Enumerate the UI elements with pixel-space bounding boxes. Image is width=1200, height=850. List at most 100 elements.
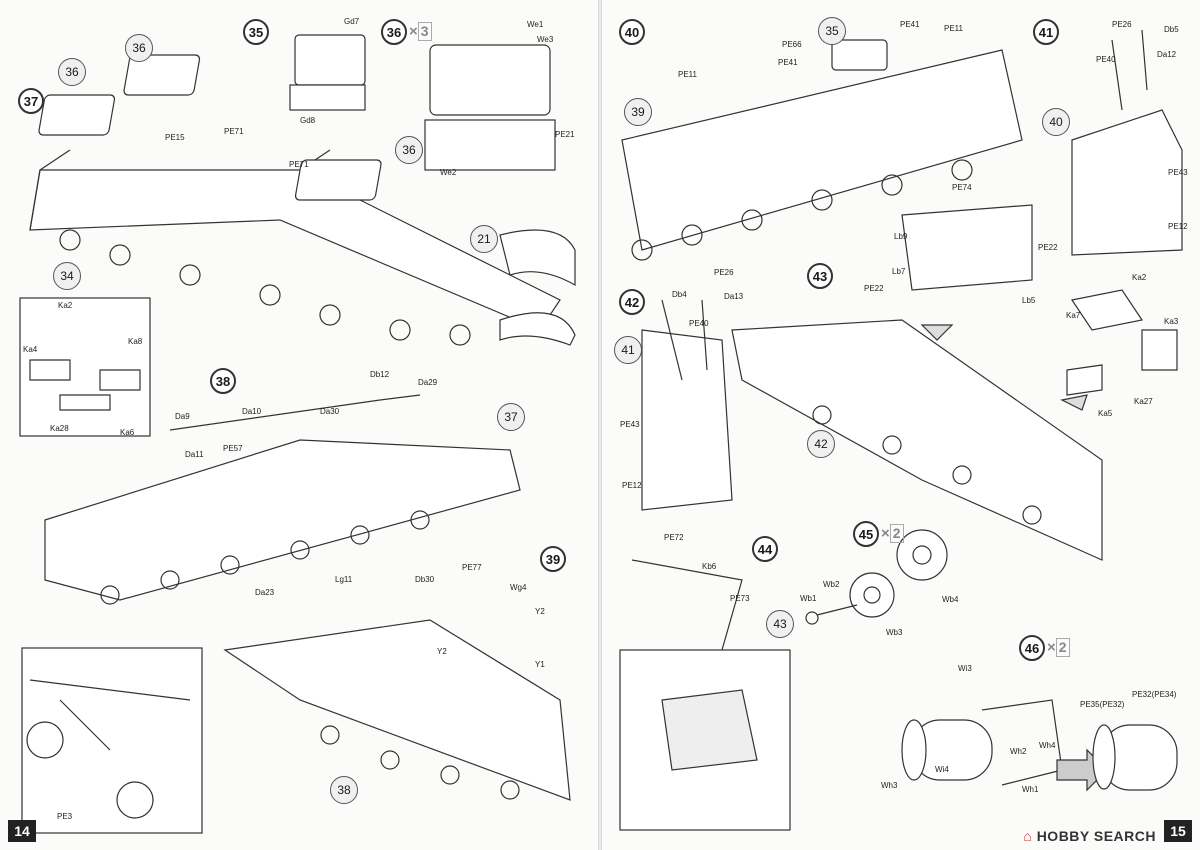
- step-42-number: 42: [619, 289, 645, 315]
- part-label: PE11: [944, 24, 963, 33]
- ref-circle: 40: [1042, 108, 1070, 136]
- ref-circle: 41: [614, 336, 642, 364]
- part-label: Da29: [418, 378, 438, 387]
- part-label: PE72: [664, 533, 684, 542]
- part-label: Kb6: [702, 562, 717, 571]
- part-label: Da10: [242, 407, 262, 416]
- part-label: Wh2: [1010, 747, 1027, 756]
- part-label: PE22: [1038, 243, 1058, 252]
- step-45-multiplier-value: 2: [889, 524, 904, 543]
- right-drawings: [619, 29, 1183, 831]
- part-label: PE3: [57, 812, 73, 821]
- part-label: PE12: [1168, 222, 1188, 231]
- part-label: PE32(PE34): [1132, 690, 1177, 699]
- part-label: Lb5: [1022, 296, 1036, 305]
- part-label: Wh3: [881, 781, 898, 790]
- part-label: PE11: [678, 70, 697, 79]
- part-label: PE12: [622, 481, 642, 490]
- part-label: PE57: [223, 444, 243, 453]
- step-41-number: 41: [1033, 19, 1059, 45]
- step-39-number: 39: [540, 546, 566, 572]
- part-label: Wh1: [1022, 785, 1039, 794]
- part-label: PE35(PE32): [1080, 700, 1125, 709]
- step-40-number: 40: [619, 19, 645, 45]
- ref-circle: 43: [766, 610, 794, 638]
- part-label: Da23: [255, 588, 275, 597]
- step-43-number: 43: [807, 263, 833, 289]
- part-label: Da13: [724, 292, 744, 301]
- page-gutter: [598, 0, 602, 850]
- part-label: PE40: [689, 319, 709, 328]
- step-44-number: 44: [752, 536, 778, 562]
- part-label: Wh4: [1039, 741, 1056, 750]
- watermark-logo: ⌂ HOBBY SEARCH: [1023, 828, 1156, 844]
- page-number-right: 15: [1164, 820, 1192, 842]
- part-label: PE77: [462, 563, 482, 572]
- step-35-number: 35: [243, 19, 269, 45]
- part-label: Ka27: [1134, 397, 1153, 406]
- part-label: PE26: [714, 268, 734, 277]
- page-right: 40 41 42 43 44 45 ×2 46 ×2 35 39 41 40 4…: [602, 0, 1200, 850]
- step-46-number: 46: [1019, 635, 1045, 661]
- step-46-multiplier-value: 2: [1055, 638, 1070, 657]
- step-46-multiplier: ×2: [1047, 638, 1070, 657]
- ref-circle: 39: [624, 98, 652, 126]
- part-label: Y1: [535, 660, 545, 669]
- step-38-number: 38: [210, 368, 236, 394]
- part-label: PE40: [1096, 55, 1116, 64]
- part-label: PE71: [289, 160, 309, 169]
- ref-circle: 36: [395, 136, 423, 164]
- part-label: Gd8: [300, 116, 316, 125]
- part-label: We3: [537, 35, 554, 44]
- part-label: PE43: [620, 420, 640, 429]
- part-label: PE73: [730, 594, 750, 603]
- part-label: PE26: [1112, 20, 1132, 29]
- part-label: Wi4: [935, 765, 949, 774]
- part-label: PE74: [952, 183, 972, 192]
- part-label: PE41: [900, 20, 920, 29]
- part-label: Wi3: [958, 664, 972, 673]
- left-drawings: [19, 34, 576, 834]
- part-label: Db12: [370, 370, 390, 379]
- ref-circle: 35: [818, 17, 846, 45]
- ref-circle: 34: [53, 262, 81, 290]
- ref-circle: 42: [807, 430, 835, 458]
- part-label: Y2: [535, 607, 545, 616]
- part-label: PE43: [1168, 168, 1188, 177]
- step-36-multiplier-value: 3: [417, 22, 432, 41]
- part-label: Ka28: [50, 424, 69, 433]
- ref-circle: 36: [58, 58, 86, 86]
- part-label: PE41: [778, 58, 798, 67]
- part-label: Ka4: [23, 345, 38, 354]
- part-label: Db5: [1164, 25, 1179, 34]
- part-label: Da11: [185, 450, 204, 459]
- part-label: Db30: [415, 575, 435, 584]
- part-label: Ka6: [120, 428, 135, 437]
- step-36-number: 36: [381, 19, 407, 45]
- ref-circle: 21: [470, 225, 498, 253]
- part-label: Wb4: [942, 595, 959, 604]
- part-label: PE71: [224, 127, 244, 136]
- hobby-search-icon: ⌂: [1023, 828, 1033, 844]
- part-label: Da9: [175, 412, 190, 421]
- ref-circle: 37: [497, 403, 525, 431]
- part-label: Wb2: [823, 580, 840, 589]
- step-37-number: 37: [18, 88, 44, 114]
- part-label: Gd7: [344, 17, 360, 26]
- ref-circle: 38: [330, 776, 358, 804]
- part-label: Y2: [437, 647, 447, 656]
- part-label: Ka2: [1132, 273, 1147, 282]
- part-label: Ka5: [1098, 409, 1113, 418]
- page-left: 35 36 ×3 37 38 39 36 36 36 34 21 37 38 G…: [0, 0, 598, 850]
- part-label: Ka3: [1164, 317, 1179, 326]
- part-label: Wb1: [800, 594, 817, 603]
- part-label: Lb9: [894, 232, 908, 241]
- part-label: Lg11: [335, 575, 353, 584]
- watermark-text: HOBBY SEARCH: [1036, 828, 1156, 844]
- step-45-number: 45: [853, 521, 879, 547]
- part-label: PE21: [555, 130, 575, 139]
- part-label: Wg4: [510, 583, 527, 592]
- part-label: Lb7: [892, 267, 906, 276]
- part-label: Ka8: [128, 337, 143, 346]
- part-label: We2: [440, 168, 457, 177]
